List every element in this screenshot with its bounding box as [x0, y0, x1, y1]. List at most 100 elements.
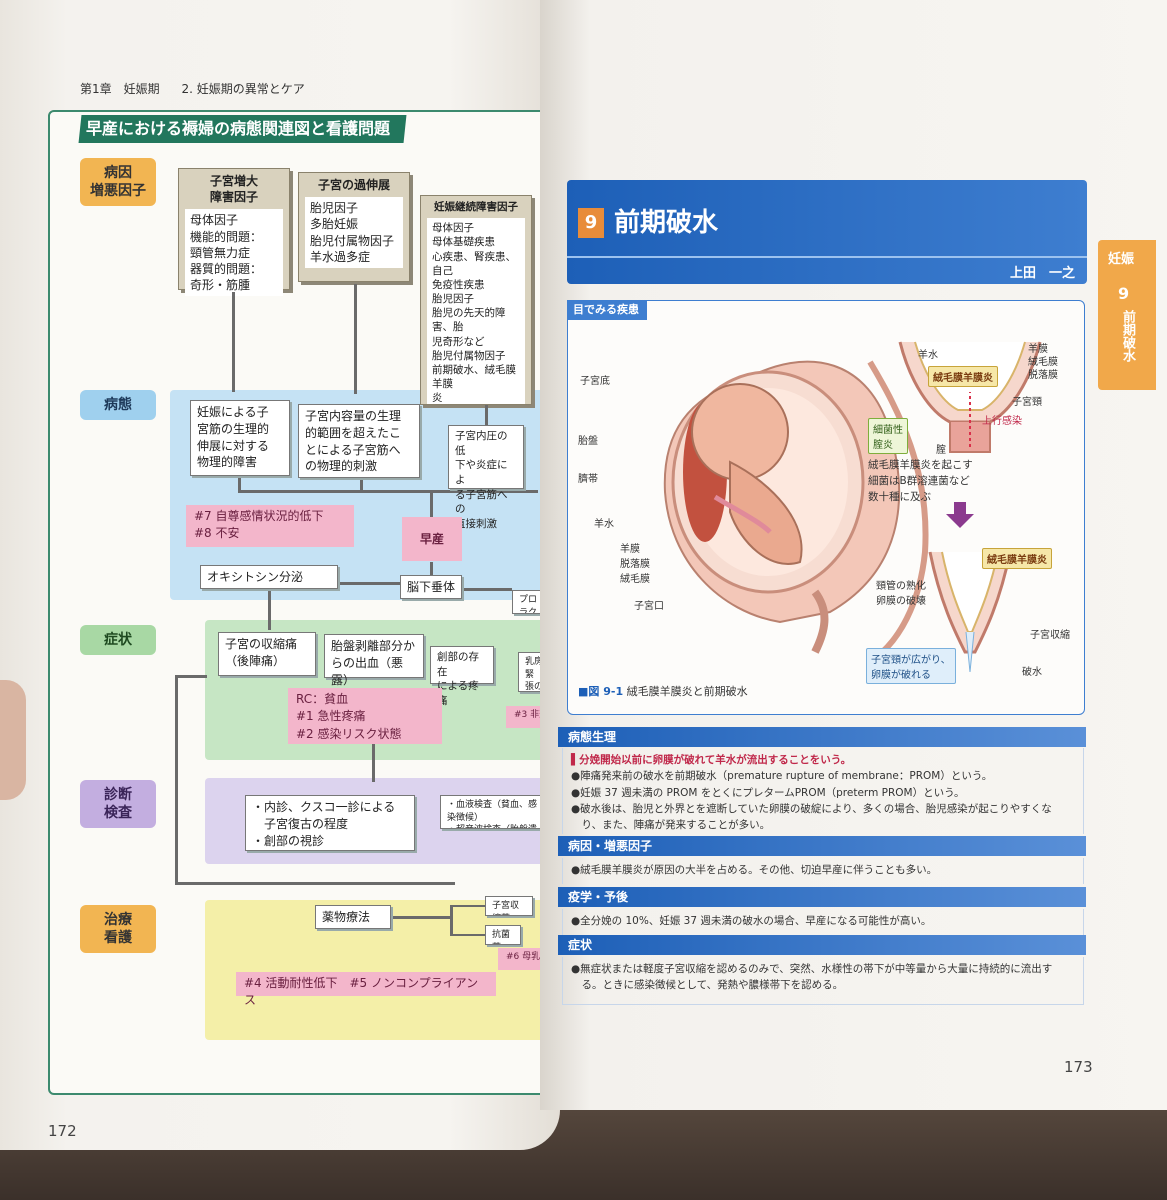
connector — [354, 284, 357, 394]
anno-amniotic-fluid: 羊水 — [594, 519, 614, 530]
label-cause: 病因 増悪因子 — [80, 158, 156, 207]
anno-amnion: 羊膜 — [620, 544, 640, 555]
chapter-banner — [567, 180, 1087, 284]
pathology-box-1: 妊娠による子 宮筋の生理的 伸展に対する 物理的障害 — [190, 400, 290, 476]
factor-head: 子宮の過伸展 — [317, 178, 390, 192]
anno-cause-note: 絨毛膜羊膜炎を起こす 細菌はB群溶連菌など 数十種に及ぶ — [868, 459, 973, 503]
hand — [0, 680, 26, 800]
tab-number: 9 — [1118, 284, 1130, 303]
connector — [238, 490, 538, 493]
anno-uterine-contraction: 子宮収縮 — [1030, 630, 1070, 641]
figure-caption: ■図 9-1 絨毛膜羊膜炎と前期破水 — [578, 683, 748, 699]
connector — [450, 905, 485, 907]
factor-body: 母体因子 母体基礎疾患 心疾患、腎疾患、自己 免疫性疾患 胎児因子 胎児の先天的… — [427, 218, 525, 404]
connector — [175, 675, 178, 885]
connector — [450, 905, 453, 935]
anno-top-decidua: 脱落膜 — [1028, 370, 1058, 381]
section-head-symptoms: 症状 — [558, 935, 1086, 955]
left-page-number: 172 — [48, 1122, 77, 1140]
chapter-number: 9 — [578, 208, 604, 238]
connector — [238, 475, 241, 491]
figure-caption-text: 絨毛膜羊膜炎と前期破水 — [626, 685, 748, 698]
section-line: ●陣痛発来前の破水を前期破水（premature rupture of memb… — [571, 770, 993, 783]
anno-top-chorion: 絨毛膜 — [1028, 357, 1058, 368]
chapter-rule — [567, 256, 1087, 258]
anno-decidua: 脱落膜 — [620, 559, 650, 570]
antibiotic-box: 抗菌薬 — [485, 925, 521, 945]
pathology-box-2: 子宮内容量の生理 的範囲を超えたこ とによる子宮筋へ の物理的刺激 — [298, 404, 420, 478]
pituitary-box: 脳下垂体 — [400, 575, 462, 599]
factor-body: 母体因子 機能的問題： 頸管無力症 器質的問題： 奇形・筋腫 — [185, 209, 283, 297]
section-body-epidemiology: ●全分娩の 10%、妊娠 37 週未満の破水の場合、早産になる可能性が高い。 — [562, 909, 1084, 935]
nursing-problem-pain: RC：貧血 #1 急性疼痛 #2 感染リスク状態 — [288, 688, 442, 744]
connector — [485, 405, 488, 430]
symptom-box-wound: 創部の存在 による疼痛 — [430, 646, 494, 707]
cervix-detail-bottom — [928, 551, 1012, 673]
anno-top-amnion: 羊膜 — [1028, 344, 1048, 355]
exam-box-blood: ・血液検査（貧血、感染徴候） ・超音波検査（胎盤遺残の有無） — [440, 795, 548, 829]
chapter-author: 上田 一之 — [1010, 266, 1076, 281]
section-line: ●破水後は、胎児と外界とを遮断していた卵膜の破綻により、多くの場合、胎児感染が起… — [571, 802, 1052, 815]
thumb-index-tab: 妊娠 9 前期破水 — [1098, 240, 1156, 390]
label-treatment: 治療 看護 — [80, 905, 156, 954]
connector — [462, 588, 512, 591]
factor-body: 胎児因子 多胎妊娠 胎児付属物因子 羊水過多症 — [305, 197, 403, 268]
cam-label: 絨毛膜羊膜炎 — [928, 366, 998, 387]
map-title-text: 早産における褥婦の病態関連図と看護問題 — [86, 119, 391, 138]
anno-cervical-ripening: 頸管の熟化 卵膜の破壊 — [876, 581, 926, 607]
exam-box-pelvic: ・内診、クスコ一診による 子宮復古の程度 ・創部の視診 — [245, 795, 415, 851]
preterm-birth-box: 早産 — [402, 517, 462, 561]
nursing-problem-activity: #4 活動耐性低下 #5 ノンコンプライアンス — [236, 972, 496, 1007]
section-line: ●妊娠 37 週未満の PROM をとくにプレタームPROM（preterm P… — [571, 786, 965, 799]
section-line: る。ときに感染徴候として、発熱や膿様帯下を認める。 — [571, 979, 844, 992]
label-symptom: 症状 — [80, 625, 156, 656]
drug-therapy-box: 薬物療法 — [315, 905, 391, 929]
factor-head: 子宮増大 障害因子 — [209, 174, 258, 205]
cam-label-2: 絨毛膜羊膜炎 — [982, 548, 1052, 569]
running-head-section: 2. 妊娠期の異常とケア — [181, 82, 305, 96]
figure-tag: 目でみる疾患 — [567, 300, 647, 320]
cervix-widening-label: 子宮頸が広がり、 卵膜が破れる — [866, 648, 956, 684]
label-pathology: 病態 — [80, 390, 156, 421]
chapter-title: 前期破水 — [614, 208, 719, 238]
label-diagnosis: 診断 検査 — [80, 780, 156, 829]
right-page-number: 173 — [1064, 1058, 1093, 1076]
map-title: 早産における褥婦の病態関連図と看護問題 — [78, 115, 407, 143]
anno-uterine-fundus: 子宮底 — [580, 376, 610, 387]
connector — [372, 742, 375, 782]
pregnancy-illustration — [663, 341, 1042, 673]
section-head-epidemiology: 疫学・予後 — [558, 887, 1086, 907]
nursing-problem-breastfeed: #6 母乳育 — [498, 948, 546, 970]
figure-caption-number: ■図 9-1 — [578, 685, 624, 698]
connector — [268, 590, 271, 630]
anno-top-fluid: 羊水 — [918, 350, 938, 361]
section-line: ●全分娩の 10%、妊娠 37 週未満の破水の場合、早産になる可能性が高い。 — [571, 915, 932, 927]
factor-box-overdistension: 子宮の過伸展 胎児因子 多胎妊娠 胎児付属物因子 羊水過多症 — [298, 172, 410, 282]
anno-cervix: 子宮頸 — [1012, 397, 1042, 408]
sagittal-uterus-illustration — [663, 360, 929, 665]
section-line: ●絨毛膜羊膜炎が原因の大半を占める。その他、切迫早産に伴うことも多い。 — [571, 864, 938, 876]
connector — [450, 934, 485, 936]
downward-arrow-icon — [946, 502, 974, 528]
section-head-etiology: 病因・増悪因子 — [558, 836, 1086, 856]
section-body-pathophysiology: ▌分娩開始以前に卵膜が破れて羊水が流出することをいう。 ●陣痛発来前の破水を前期… — [562, 748, 1084, 834]
anno-ascending-infection: 上行感染 — [982, 416, 1022, 427]
section-line: り、また、陣痛が発来することが多い。 — [571, 819, 771, 832]
section-line: ●無症状または軽度子宮収縮を認めるのみで、突然、水様性の帯下が中等量から大量に持… — [571, 963, 1053, 975]
oxytocin-box: オキシトシン分泌 — [200, 565, 338, 589]
anno-rupture: 破水 — [1022, 667, 1042, 678]
section-body-etiology: ●絨毛膜羊膜炎が原因の大半を占める。その他、切迫早産に伴うことも多い。 — [562, 858, 1084, 884]
connector — [430, 562, 433, 577]
connector — [340, 582, 400, 585]
connector — [175, 882, 455, 885]
connector — [175, 675, 207, 678]
connector — [360, 478, 363, 492]
factor-box-continuation: 妊娠継続障害因子 母体因子 母体基礎疾患 心疾患、腎疾患、自己 免疫性疾患 胎児… — [420, 195, 532, 405]
section-line: ▌分娩開始以前に卵膜が破れて羊水が流出することをいう。 — [571, 754, 852, 766]
anno-chorion: 絨毛膜 — [620, 574, 650, 585]
running-head-chapter: 第1章 妊娠期 — [80, 82, 160, 96]
connector — [232, 292, 235, 392]
factor-box-uterine: 子宮増大 障害因子 母体因子 機能的問題： 頸管無力症 器質的問題： 奇形・筋腫 — [178, 168, 290, 297]
section-head-pathophysiology: 病態生理 — [558, 727, 1086, 747]
symptom-box-afterpain: 子宮の収縮痛 （後陣痛） — [218, 632, 316, 676]
